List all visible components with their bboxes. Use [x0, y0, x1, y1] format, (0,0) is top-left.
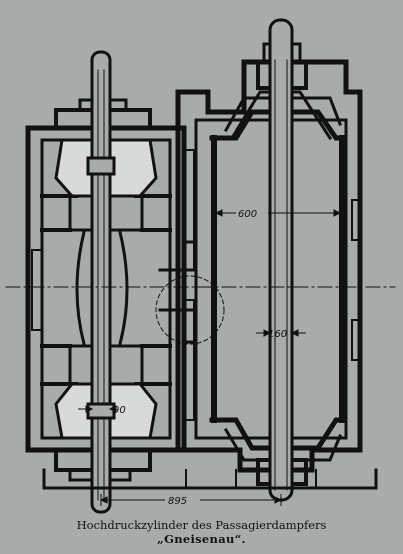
dim-axis-distance: 895: [168, 496, 187, 507]
caption-line-1: Hochdruckzylinder des Passagierdampfers: [76, 518, 327, 532]
dim-piston-rod: 160: [268, 329, 287, 340]
valve-spindle: [86, 50, 116, 514]
dim-cylinder-bore: 600: [238, 209, 257, 220]
base-frame: [42, 468, 378, 490]
dim-valve-rod: 90: [113, 405, 126, 416]
port-circle: [155, 275, 225, 345]
figure-caption: Hochdruckzylinder des Passagierdampfers …: [0, 518, 403, 546]
main-piston-rod: [268, 18, 294, 502]
caption-line-2: „Gneisenau“.: [157, 532, 246, 546]
